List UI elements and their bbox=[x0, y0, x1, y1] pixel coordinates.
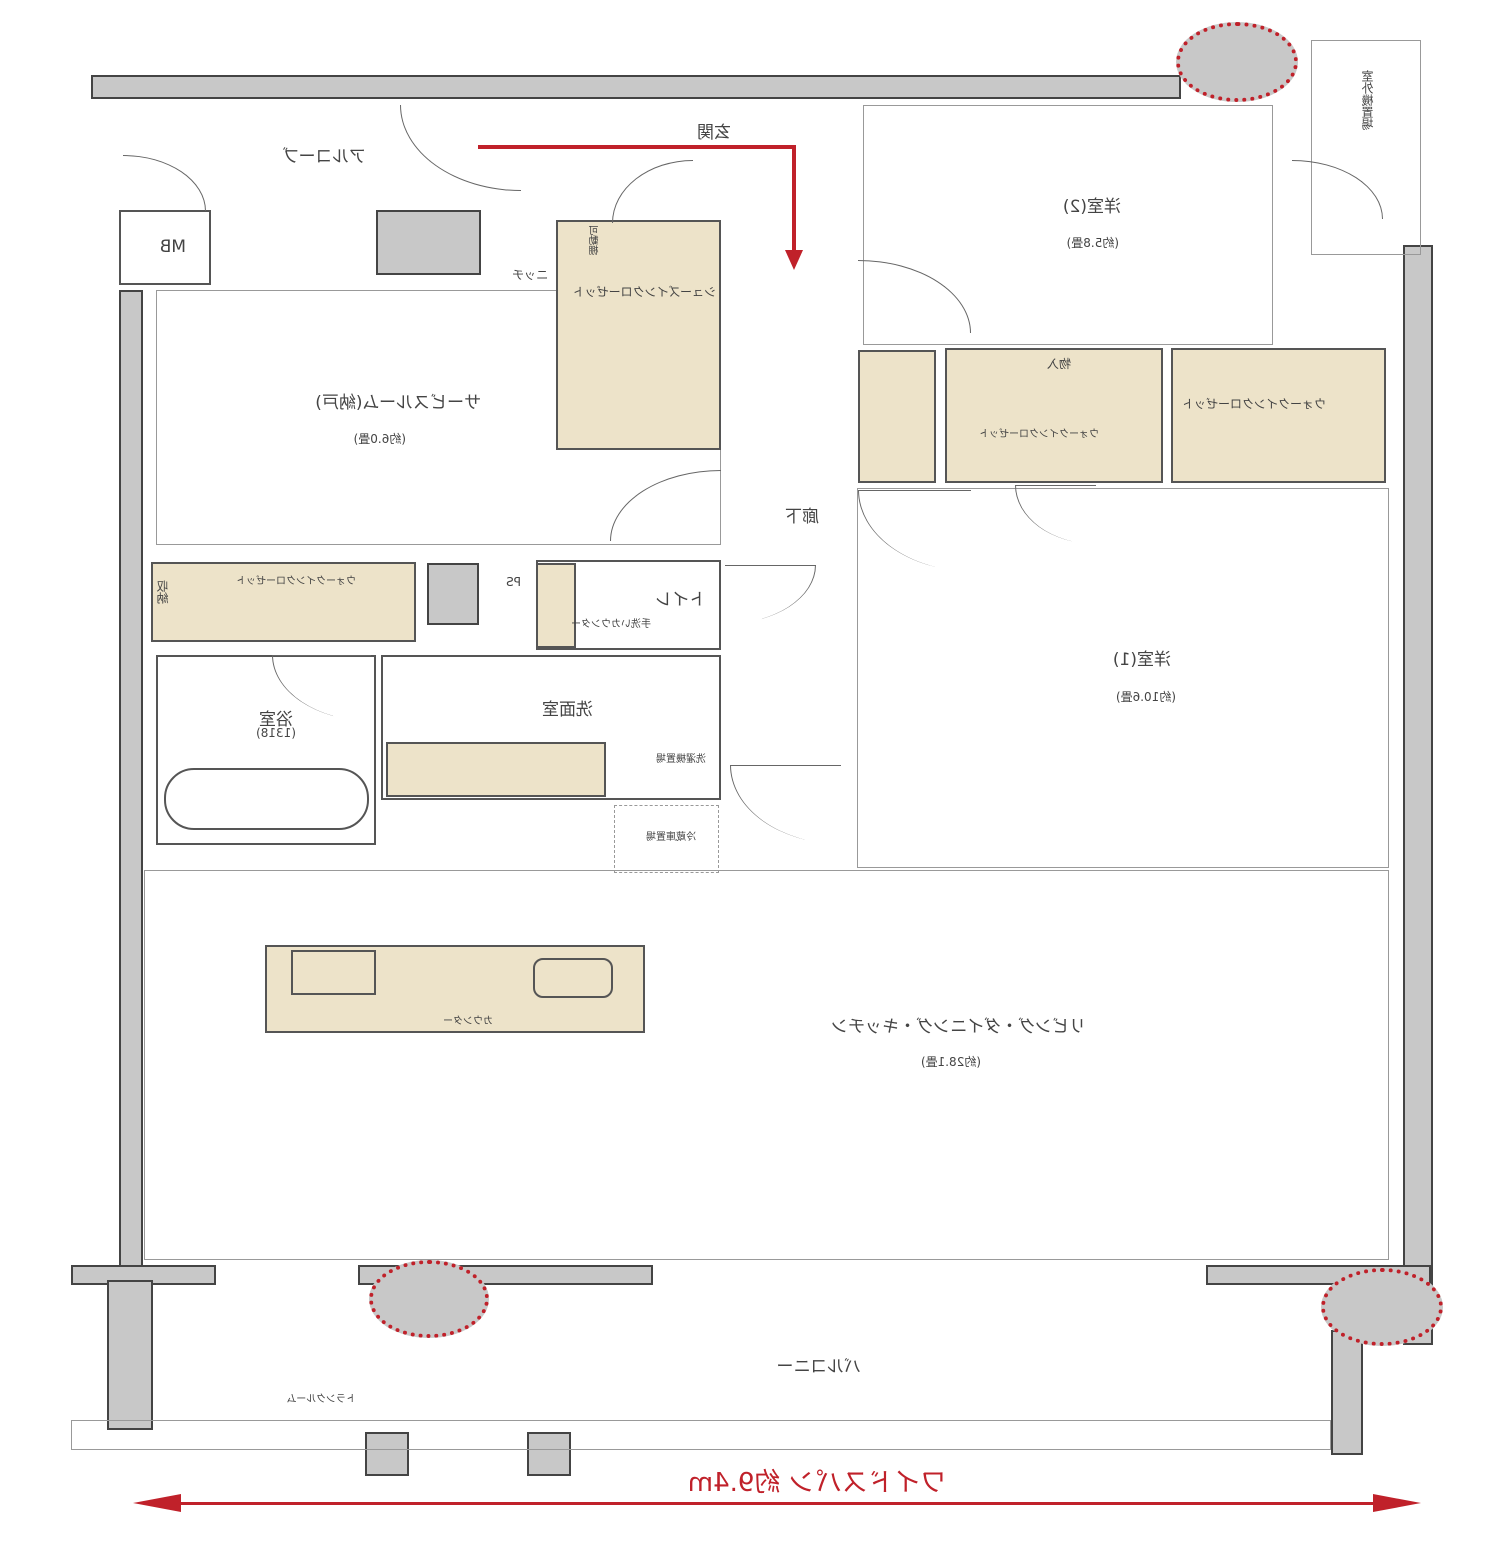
column-marker bbox=[369, 1260, 489, 1338]
entrance-arrow bbox=[792, 145, 796, 255]
outer-wall-right bbox=[119, 290, 143, 1270]
label-washroom: 洗面室 bbox=[542, 700, 593, 720]
label-ps: PS bbox=[506, 575, 521, 589]
label-western2-area: (約5.8畳) bbox=[1066, 236, 1119, 250]
label-toilet: トイレ bbox=[655, 590, 706, 610]
label-niche: ニッチ bbox=[511, 268, 548, 282]
label-mb: MB bbox=[159, 237, 186, 257]
balcony-wall-left bbox=[1331, 1330, 1363, 1455]
ldk-room bbox=[144, 870, 1389, 1260]
label-balcony: バルコニー bbox=[776, 1357, 861, 1377]
door-arc bbox=[123, 155, 206, 211]
label-outdoor-unit: 室外機置場 bbox=[1361, 70, 1375, 130]
label-western1: 洋室(1) bbox=[1112, 650, 1171, 670]
label-service-room-area: (約6.0畳) bbox=[353, 432, 406, 446]
door-arc bbox=[725, 565, 816, 624]
column-marker bbox=[1321, 1268, 1443, 1346]
label-shoes-closet: シューズインクローゼット bbox=[572, 285, 716, 299]
outer-wall-left bbox=[1403, 245, 1433, 1345]
label-ldk-area: (約28.1畳) bbox=[920, 1055, 981, 1069]
sink bbox=[533, 958, 613, 998]
label-washing-machine: 洗濯機置場 bbox=[656, 754, 706, 765]
label-movable-shelf: 可動棚 bbox=[590, 225, 601, 255]
label-storage: 物入 bbox=[1046, 357, 1071, 371]
label-service-room: サービスルーム(納戸) bbox=[315, 393, 481, 413]
storage-closet bbox=[858, 350, 936, 483]
column-marker bbox=[1176, 22, 1298, 102]
door-arc bbox=[730, 765, 841, 844]
label-entrance: 玄関 bbox=[697, 123, 731, 143]
stove bbox=[291, 950, 376, 995]
label-counter: カウンター bbox=[443, 1016, 493, 1027]
label-alcove: アルコーブ bbox=[282, 147, 366, 167]
outer-wall-top bbox=[91, 75, 1181, 99]
arrow-left-icon bbox=[1373, 1494, 1421, 1512]
walk-in-closet-1 bbox=[1171, 348, 1386, 483]
label-hallway: 廊下 bbox=[785, 507, 819, 527]
door-arc bbox=[612, 160, 693, 223]
balcony-rail bbox=[71, 1420, 1331, 1450]
shoes-closet bbox=[556, 220, 721, 450]
arrow-head-icon bbox=[785, 250, 803, 270]
label-wic-3: ウォークインクローゼット bbox=[236, 576, 356, 587]
label-western2: 洋室(2) bbox=[1062, 197, 1121, 217]
entrance-arrow bbox=[478, 145, 796, 149]
label-wic-2: ウォークインクローゼット bbox=[979, 429, 1099, 440]
label-tank: トランクルーム bbox=[286, 1394, 356, 1405]
label-western1-area: (約10.6畳) bbox=[1115, 690, 1176, 704]
pipe-shaft-2 bbox=[427, 563, 479, 625]
label-wic-1: ウォークインクローゼット bbox=[1181, 397, 1326, 411]
hand-wash-counter bbox=[536, 563, 576, 648]
pipe-shaft bbox=[376, 210, 481, 275]
label-bath-size: (1318) bbox=[256, 726, 296, 740]
arrow-right-icon bbox=[133, 1494, 181, 1512]
label-shelf: 収納 bbox=[156, 580, 170, 604]
label-fridge: 冷蔵庫置場 bbox=[646, 832, 696, 843]
balcony-wall bbox=[107, 1280, 153, 1430]
label-ldk: リビング・ダイニング・キッチン bbox=[831, 1017, 1086, 1037]
bathtub bbox=[164, 768, 369, 830]
vanity bbox=[386, 742, 606, 797]
label-hand-wash: 手洗いカウンター bbox=[571, 619, 651, 630]
width-span-label: ワイドスパン 約9.4m bbox=[687, 1468, 946, 1498]
width-span-line bbox=[151, 1502, 1401, 1505]
